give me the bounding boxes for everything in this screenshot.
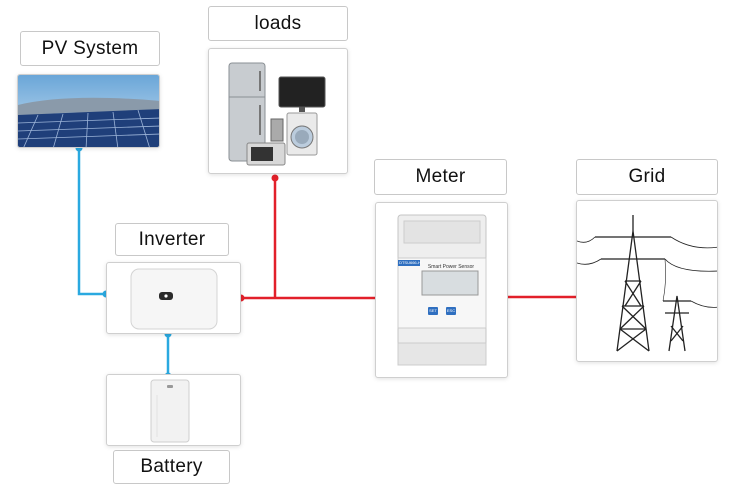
pv-system-label: PV System xyxy=(20,31,160,66)
inverter-card xyxy=(106,262,241,334)
grid-card xyxy=(576,200,718,362)
pv-inverter-line xyxy=(77,148,106,296)
meter-screen-title: Smart Power Sensor xyxy=(427,264,475,270)
solar-panels-image xyxy=(18,75,159,147)
battery-image xyxy=(150,379,190,443)
battery-card xyxy=(106,374,241,446)
pv-system-card xyxy=(17,74,160,148)
meter-label: Meter xyxy=(374,159,507,195)
power-tower-image xyxy=(577,215,717,352)
inverter-label: Inverter xyxy=(115,223,229,256)
loads-dot xyxy=(271,174,279,182)
battery-label: Battery xyxy=(113,450,230,484)
meter-set-button: SET xyxy=(429,308,437,313)
grid-label: Grid xyxy=(576,159,718,195)
appliances-image xyxy=(228,62,326,166)
meter-card: DTSU666-H Smart Power Sensor SET ESC xyxy=(375,202,508,378)
meter-model-text: DTSU666-H xyxy=(399,260,421,265)
meter-esc-button: ESC xyxy=(446,308,456,313)
loads-card xyxy=(208,48,348,174)
meter-image xyxy=(397,214,487,366)
inverter-image xyxy=(130,268,218,330)
loads-label: loads xyxy=(208,6,348,41)
